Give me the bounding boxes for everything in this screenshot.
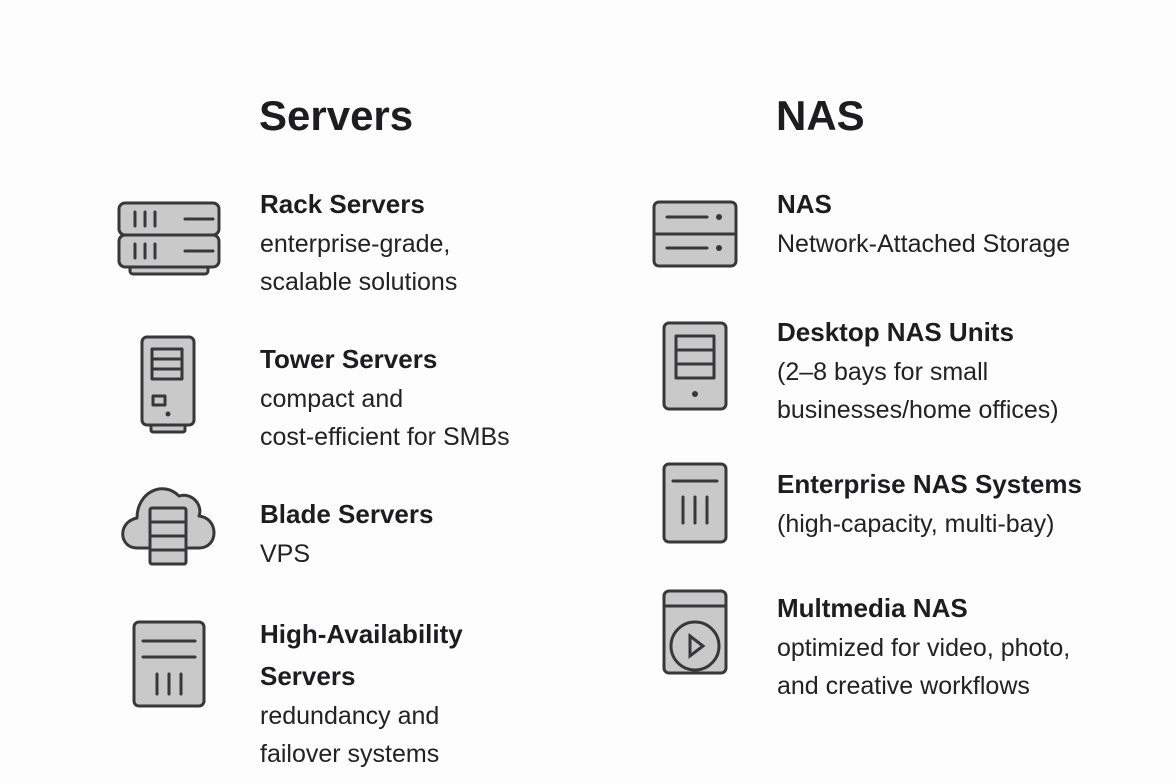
- rack-server-icon: [117, 201, 221, 276]
- servers-heading: Servers: [259, 92, 414, 139]
- item-description: (2–8 bays for small businesses/home offi…: [777, 358, 1059, 424]
- nas-icon: [652, 200, 738, 268]
- item-description: VPS: [260, 540, 311, 568]
- item-description: optimized for video, photo, and creative…: [777, 634, 1071, 700]
- desktop-nas-icon: [662, 321, 728, 411]
- item-description: Network-Attached Storage: [777, 230, 1071, 258]
- multimedia-nas-icon: [662, 589, 728, 675]
- nas-heading: NAS: [776, 92, 865, 139]
- enterprise-nas-item: Enterprise NAS Systems (high-capacity, m…: [777, 463, 1082, 543]
- item-title: Enterprise NAS Systems: [777, 469, 1082, 499]
- item-description: compact and cost-efficient for SMBs: [260, 385, 510, 451]
- rack-servers-item: Rack Servers enterprise-grade, scalable …: [260, 183, 457, 301]
- item-title: High-Availability Servers: [260, 619, 463, 691]
- item-title: Tower Servers: [260, 344, 438, 374]
- ha-server-icon: [132, 620, 206, 708]
- desktop-nas-item: Desktop NAS Units (2–8 bays for small bu…: [777, 311, 1059, 429]
- multimedia-nas-item: Multmedia NAS optimized for video, photo…: [777, 587, 1070, 705]
- nas-item: NAS Network-Attached Storage: [777, 183, 1070, 263]
- item-title: NAS: [777, 189, 832, 219]
- item-title: Rack Servers: [260, 189, 425, 219]
- item-description: (high-capacity, multi-bay): [777, 510, 1055, 538]
- enterprise-nas-icon: [662, 462, 728, 544]
- blade-servers-item: Blade Servers VPS: [260, 493, 433, 573]
- tower-server-icon: [140, 335, 196, 434]
- item-title: Desktop NAS Units: [777, 317, 1014, 347]
- item-description: enterprise-grade, scalable solutions: [260, 230, 458, 296]
- ha-servers-item: High-Availability Servers redundancy and…: [260, 613, 463, 773]
- item-title: Blade Servers: [260, 499, 434, 529]
- tower-servers-item: Tower Servers compact and cost-efficient…: [260, 338, 510, 456]
- item-title: Multmedia NAS: [777, 593, 968, 623]
- item-description: redundancy and failover systems: [260, 702, 440, 768]
- cloud-server-icon: [121, 487, 216, 566]
